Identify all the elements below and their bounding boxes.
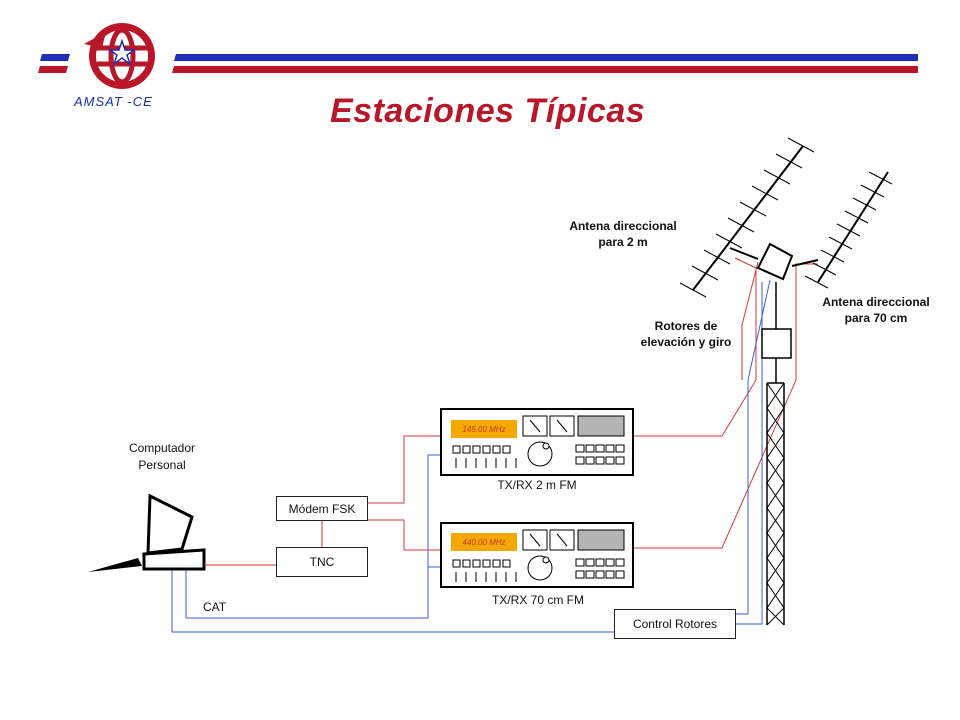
modem-fsk-box: Módem FSK [276, 496, 368, 521]
blue-wires [171, 279, 771, 633]
cat-label: CAT [203, 600, 227, 614]
yagi-70cm-antenna [804, 171, 893, 289]
antenna-tower [761, 282, 792, 626]
frequency-display-70cm: 440.00 MHz [451, 533, 517, 551]
computer-icon [88, 493, 206, 572]
logo-text: AMSAT -CE [74, 94, 153, 109]
radio-2m-transceiver [440, 408, 634, 476]
antenna-2m-label: Antena direccional para 2 m [569, 219, 677, 249]
radio-70cm-label: TX/RX 70 cm FM [491, 593, 584, 607]
computer-label: Computador Personal [128, 441, 196, 472]
antenna-70cm-label: Antena direccional para 70 cm [822, 295, 930, 325]
radio-2m-label: TX/RX 2 m FM [497, 478, 577, 492]
yagi-2m-antenna [679, 137, 815, 298]
page-title: Estaciones Típicas [330, 92, 646, 130]
header-stripes [38, 54, 918, 73]
frequency-display-2m: 145.00 MHz [451, 420, 517, 438]
rotors-label: Rotores de elevación y giro [640, 319, 732, 349]
amsat-logo-icon [84, 23, 155, 89]
rotor-control-box: Control Rotores [614, 609, 736, 639]
rotor-head [729, 242, 819, 281]
tnc-box: TNC [276, 547, 368, 577]
